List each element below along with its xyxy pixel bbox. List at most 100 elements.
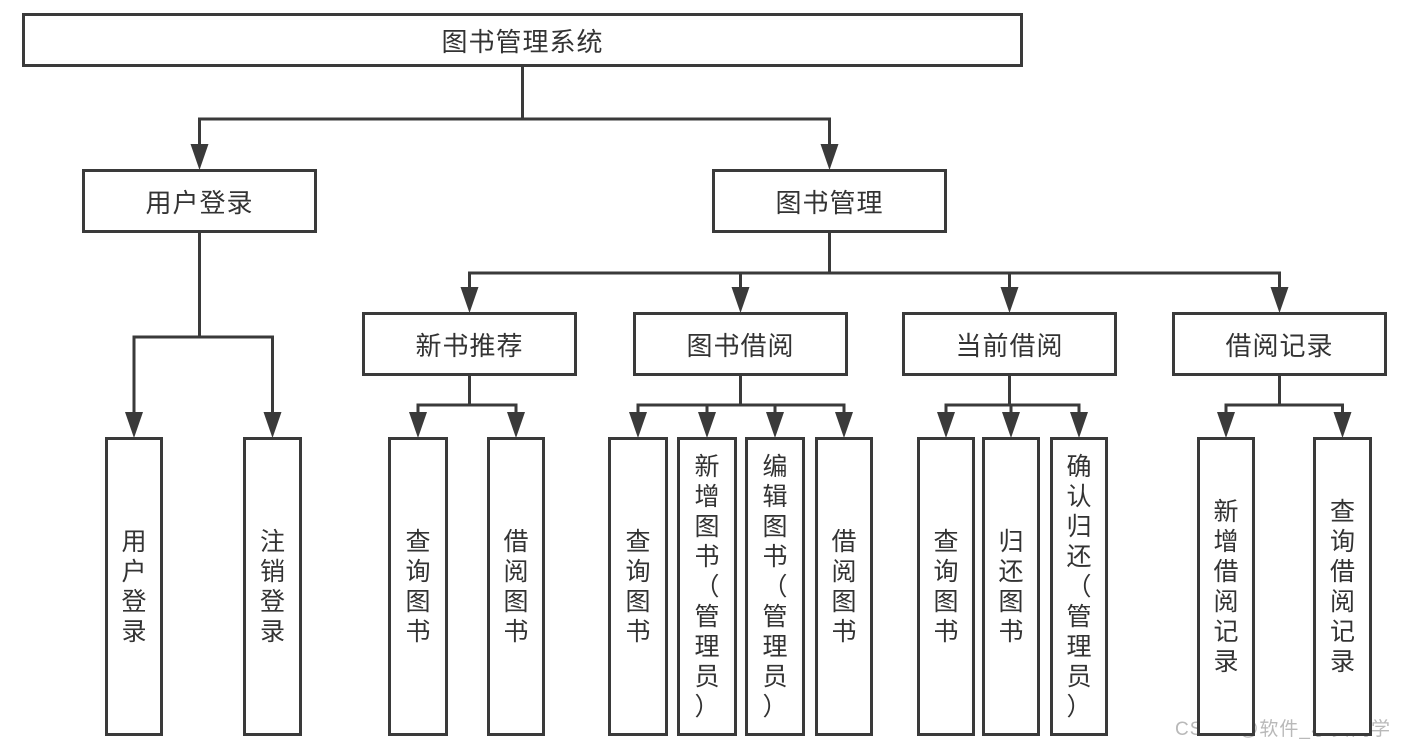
node-confirm-return-admin-char: 管	[1066, 602, 1092, 631]
edge-arrow-query-books-current	[937, 412, 955, 438]
node-add-borrowing-record-char: 新	[1213, 497, 1239, 526]
node-return-books-char: 图	[998, 587, 1024, 616]
node-add-books-admin-char: 书	[694, 542, 720, 571]
node-edit-books-admin-char: 理	[762, 632, 788, 661]
node-add-books-admin-char: （	[694, 572, 720, 601]
node-query-books-current-char: 查	[933, 527, 959, 556]
edge-arrow-new-book-recommend	[460, 287, 479, 313]
node-query-books-borrowing-char: 询	[625, 557, 651, 586]
node-query-books-recommend-char: 图	[405, 587, 431, 616]
node-book-management: 图书管理	[712, 169, 947, 233]
node-query-borrowing-record-char: 记	[1329, 617, 1355, 646]
node-query-books-current-char: 书	[933, 617, 959, 646]
node-query-books-borrowing-char: 书	[625, 617, 651, 646]
edge-arrow-add-borrowing-record	[1217, 412, 1235, 438]
node-add-books-admin-char: 图	[694, 512, 720, 541]
node-confirm-return-admin-char: 还	[1066, 542, 1092, 571]
node-confirm-return-admin-char: 归	[1066, 512, 1092, 541]
node-logout-action-char: 录	[259, 617, 285, 646]
node-user-login: 用户登录	[82, 169, 317, 233]
node-add-books-admin-char: 新	[694, 452, 720, 481]
node-add-borrowing-record: 新增借阅记录	[1197, 437, 1255, 736]
node-query-books-borrowing-char: 查	[625, 527, 651, 556]
edge-arrow-query-books-recommend	[409, 412, 427, 438]
node-confirm-return-admin-char: 员	[1066, 662, 1092, 691]
node-borrow-books-borrowing: 借阅图书	[815, 437, 873, 736]
node-edit-books-admin-char: 员	[762, 662, 788, 691]
node-query-books-current-char: 图	[933, 587, 959, 616]
edge-arrow-user-login-action	[125, 412, 143, 438]
node-confirm-return-admin-char: 认	[1066, 482, 1092, 511]
node-query-borrowing-record: 查询借阅记录	[1313, 437, 1372, 736]
node-confirm-return-admin-char: ）	[1066, 692, 1092, 721]
node-logout-action-char: 登	[259, 587, 285, 616]
node-logout-action: 注销登录	[243, 437, 302, 736]
node-user-login-action-char: 录	[121, 617, 147, 646]
node-query-books-borrowing-char: 图	[625, 587, 651, 616]
node-add-books-admin-char: 增	[694, 482, 720, 511]
node-edit-books-admin-char: 书	[762, 542, 788, 571]
node-query-borrowing-record-char: 录	[1329, 647, 1355, 676]
node-return-books: 归还图书	[982, 437, 1040, 736]
node-add-borrowing-record-char: 记	[1213, 617, 1239, 646]
edge-arrow-return-books	[1002, 412, 1020, 438]
node-user-login-action-char: 户	[121, 557, 147, 586]
node-query-borrowing-record-char: 查	[1329, 497, 1355, 526]
node-root: 图书管理系统	[22, 13, 1023, 67]
node-query-books-borrowing: 查询图书	[608, 437, 668, 736]
edge-arrow-query-books-borrowing	[629, 412, 647, 438]
node-borrow-books-borrowing-char: 借	[831, 527, 857, 556]
node-add-books-admin-char: 理	[694, 632, 720, 661]
node-borrowing-records: 借阅记录	[1172, 312, 1387, 376]
node-user-login-action: 用户登录	[105, 437, 163, 736]
node-add-borrowing-record-char: 增	[1213, 527, 1239, 556]
node-logout-action-char: 销	[259, 557, 285, 586]
node-return-books-char: 还	[998, 557, 1024, 586]
node-confirm-return-admin-char: （	[1066, 572, 1092, 601]
edge-arrow-edit-books-admin	[766, 412, 784, 438]
node-edit-books-admin-char: ）	[762, 692, 788, 721]
node-user-login-action-char: 登	[121, 587, 147, 616]
node-borrow-books-recommend-char: 借	[503, 527, 529, 556]
node-new-book-recommend: 新书推荐	[362, 312, 577, 376]
edge-arrow-book-borrowing	[731, 287, 750, 313]
node-add-borrowing-record-char: 阅	[1213, 587, 1239, 616]
edge-arrow-user-login	[190, 144, 209, 170]
edge-arrow-confirm-return-admin	[1070, 412, 1088, 438]
node-query-books-current: 查询图书	[917, 437, 975, 736]
node-add-borrowing-record-char: 借	[1213, 557, 1239, 586]
node-user-login-action-char: 用	[121, 527, 147, 556]
node-add-books-admin-char: 员	[694, 662, 720, 691]
node-query-books-recommend-char: 书	[405, 617, 431, 646]
node-edit-books-admin-char: 编	[762, 452, 788, 481]
edge-arrow-borrowing-records	[1270, 287, 1289, 313]
node-edit-books-admin-char: （	[762, 572, 788, 601]
node-edit-books-admin-char: 辑	[762, 482, 788, 511]
node-add-borrowing-record-char: 录	[1213, 647, 1239, 676]
node-return-books-char: 书	[998, 617, 1024, 646]
node-borrow-books-recommend-char: 书	[503, 617, 529, 646]
node-edit-books-admin-char: 图	[762, 512, 788, 541]
edge-arrow-logout-action	[263, 412, 282, 438]
node-add-books-admin-char: 管	[694, 602, 720, 631]
node-book-borrowing: 图书借阅	[633, 312, 848, 376]
node-edit-books-admin-char: 管	[762, 602, 788, 631]
node-borrow-books-recommend-char: 阅	[503, 557, 529, 586]
node-borrow-books-borrowing-char: 书	[831, 617, 857, 646]
node-query-borrowing-record-char: 询	[1329, 527, 1355, 556]
node-logout-action-char: 注	[259, 527, 285, 556]
node-query-borrowing-record-char: 阅	[1329, 587, 1355, 616]
edge-arrow-borrow-books-borrowing	[835, 412, 853, 438]
edge-arrow-add-books-admin	[698, 412, 716, 438]
node-query-books-recommend-char: 查	[405, 527, 431, 556]
edge-arrow-book-management	[820, 144, 839, 170]
node-borrow-books-borrowing-char: 阅	[831, 557, 857, 586]
node-edit-books-admin: 编辑图书（管理员）	[745, 437, 805, 736]
node-borrow-books-recommend: 借阅图书	[487, 437, 545, 736]
node-confirm-return-admin: 确认归还（管理员）	[1050, 437, 1108, 736]
node-query-borrowing-record-char: 借	[1329, 557, 1355, 586]
node-borrow-books-recommend-char: 图	[503, 587, 529, 616]
node-query-books-recommend: 查询图书	[388, 437, 448, 736]
edge-arrow-borrow-books-recommend	[507, 412, 525, 438]
